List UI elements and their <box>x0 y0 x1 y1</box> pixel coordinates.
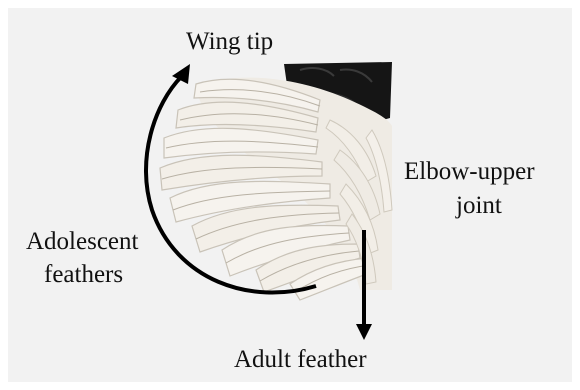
label-adolescent: Adolescent <box>26 228 138 256</box>
label-feathers: feathers <box>44 261 123 289</box>
label-elbow-upper: Elbow-upper <box>404 158 535 186</box>
label-joint: joint <box>456 192 502 220</box>
label-adult-feather: Adult feather <box>234 346 367 374</box>
label-wing-tip: Wing tip <box>186 28 273 56</box>
